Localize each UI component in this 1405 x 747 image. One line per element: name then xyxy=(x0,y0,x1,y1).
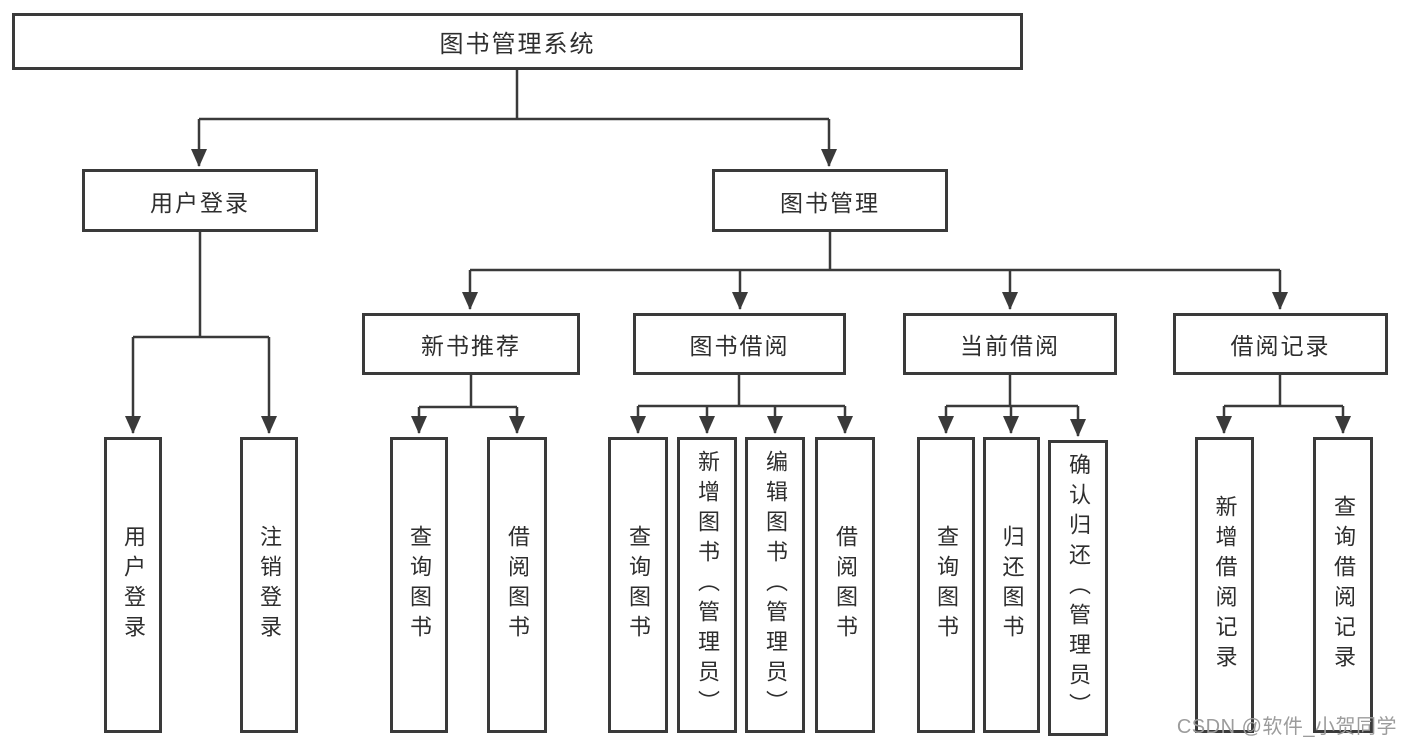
node-current-borrowing: 当前借阅 xyxy=(903,313,1117,375)
leaf-current-query-books-label: 查询图书 xyxy=(934,525,959,645)
node-user-login-group-label: 用户登录 xyxy=(150,189,250,216)
leaf-borrowing-add-books-admin-label: 新增图书（管理员） xyxy=(695,450,720,720)
leaf-records-add-record: 新增借阅记录 xyxy=(1195,437,1254,733)
leaf-borrowing-edit-books-admin-label: 编辑图书（管理员） xyxy=(763,450,788,720)
node-book-borrowing: 图书借阅 xyxy=(633,313,846,375)
leaf-recommend-query-books-label: 查询图书 xyxy=(407,525,432,645)
node-book-management: 图书管理 xyxy=(712,169,948,232)
leaf-borrowing-add-books-admin: 新增图书（管理员） xyxy=(677,437,737,733)
leaf-borrowing-edit-books-admin: 编辑图书（管理员） xyxy=(745,437,805,733)
leaf-current-query-books: 查询图书 xyxy=(917,437,975,733)
node-new-book-recommend-label: 新书推荐 xyxy=(421,333,521,359)
leaf-logout: 注销登录 xyxy=(240,437,298,733)
node-root-system: 图书管理系统 xyxy=(12,13,1023,70)
node-current-borrowing-label: 当前借阅 xyxy=(960,333,1060,359)
leaf-current-confirm-return-admin-label: 确认归还（管理员） xyxy=(1066,453,1091,723)
leaf-recommend-query-books: 查询图书 xyxy=(390,437,448,733)
node-borrowing-records: 借阅记录 xyxy=(1173,313,1388,375)
leaf-current-return-books: 归还图书 xyxy=(983,437,1040,733)
node-book-borrowing-label: 图书借阅 xyxy=(689,333,790,359)
node-root-system-label: 图书管理系统 xyxy=(439,31,596,58)
leaf-current-confirm-return-admin: 确认归还（管理员） xyxy=(1048,440,1108,736)
leaf-borrowing-borrow-books-label: 借阅图书 xyxy=(833,525,858,645)
leaf-records-query-record-label: 查询借阅记录 xyxy=(1331,495,1356,675)
node-user-login-group: 用户登录 xyxy=(82,169,318,232)
leaf-recommend-borrow-books: 借阅图书 xyxy=(487,437,547,733)
leaf-borrowing-query-books: 查询图书 xyxy=(608,437,668,733)
leaf-recommend-borrow-books-label: 借阅图书 xyxy=(505,525,530,645)
leaf-records-add-record-label: 新增借阅记录 xyxy=(1212,495,1238,675)
leaf-user-login: 用户登录 xyxy=(104,437,162,733)
leaf-borrowing-query-books-label: 查询图书 xyxy=(626,525,651,645)
leaf-current-return-books-label: 归还图书 xyxy=(999,525,1025,645)
leaf-records-query-record: 查询借阅记录 xyxy=(1313,437,1373,733)
leaf-user-login-label: 用户登录 xyxy=(121,525,146,645)
node-new-book-recommend: 新书推荐 xyxy=(362,313,580,375)
node-borrowing-records-label: 借阅记录 xyxy=(1230,333,1331,359)
leaf-logout-label: 注销登录 xyxy=(257,525,282,645)
leaf-borrowing-borrow-books: 借阅图书 xyxy=(815,437,875,733)
node-book-management-label: 图书管理 xyxy=(780,189,880,216)
csdn-watermark: CSDN @软件_小贺同学 xyxy=(1176,716,1397,738)
